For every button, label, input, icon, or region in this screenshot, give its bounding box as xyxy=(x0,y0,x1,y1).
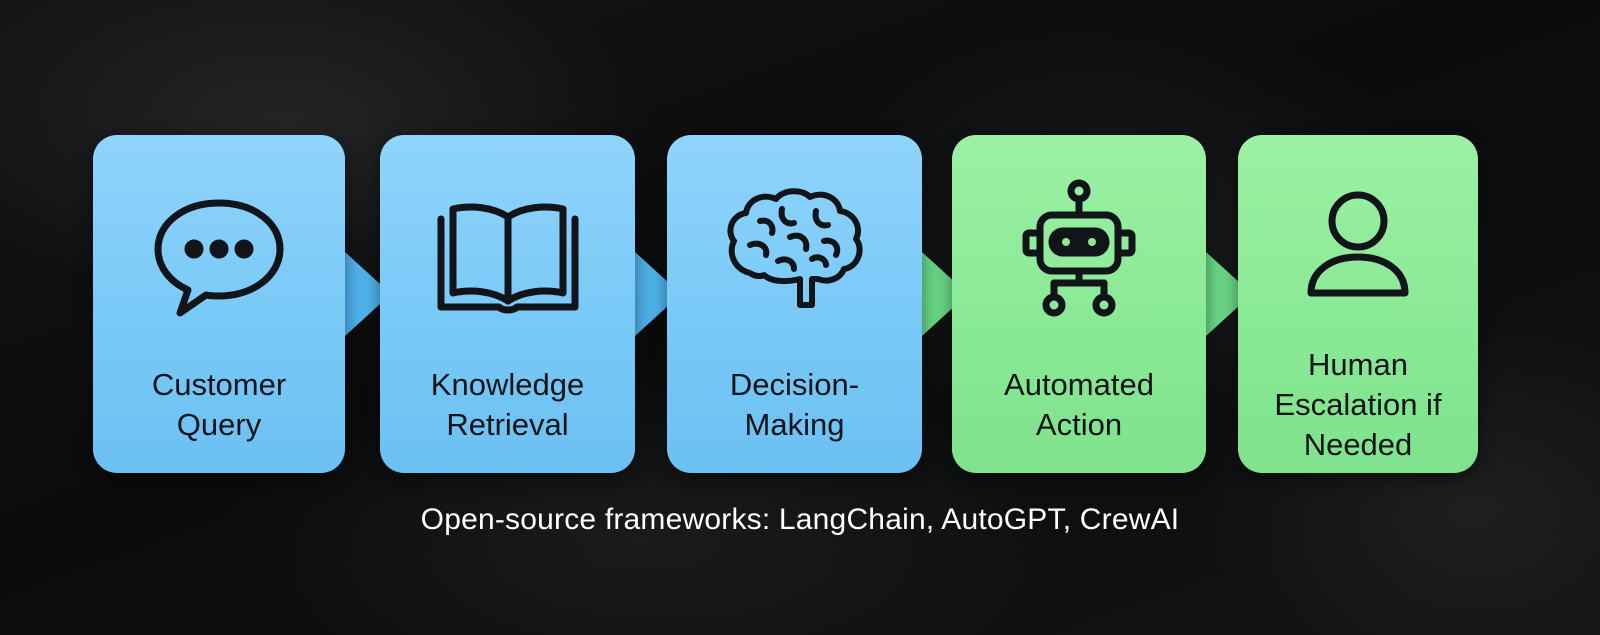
step-label: Customer Query xyxy=(151,367,287,442)
chat-bubble-icon xyxy=(144,175,294,325)
step-customer-query: Customer Query xyxy=(93,135,345,473)
step-human-escalation: Human Escalation if Needed xyxy=(1238,135,1478,473)
step-label: Automated Action xyxy=(1004,367,1154,442)
robot-icon xyxy=(1004,175,1154,325)
step-label: Decision- Making xyxy=(729,367,860,442)
person-icon xyxy=(1283,175,1433,325)
step-knowledge-retrieval: Knowledge Retrieval xyxy=(380,135,635,473)
brain-icon xyxy=(720,175,870,325)
frameworks-caption: Open-source frameworks: LangChain, AutoG… xyxy=(420,503,1180,536)
step-label: Human Escalation if Needed xyxy=(1274,347,1442,462)
open-book-icon xyxy=(433,175,583,325)
step-decision-making: Decision- Making xyxy=(667,135,922,473)
step-label: Knowledge Retrieval xyxy=(430,367,585,442)
step-automated-action: Automated Action xyxy=(952,135,1206,473)
